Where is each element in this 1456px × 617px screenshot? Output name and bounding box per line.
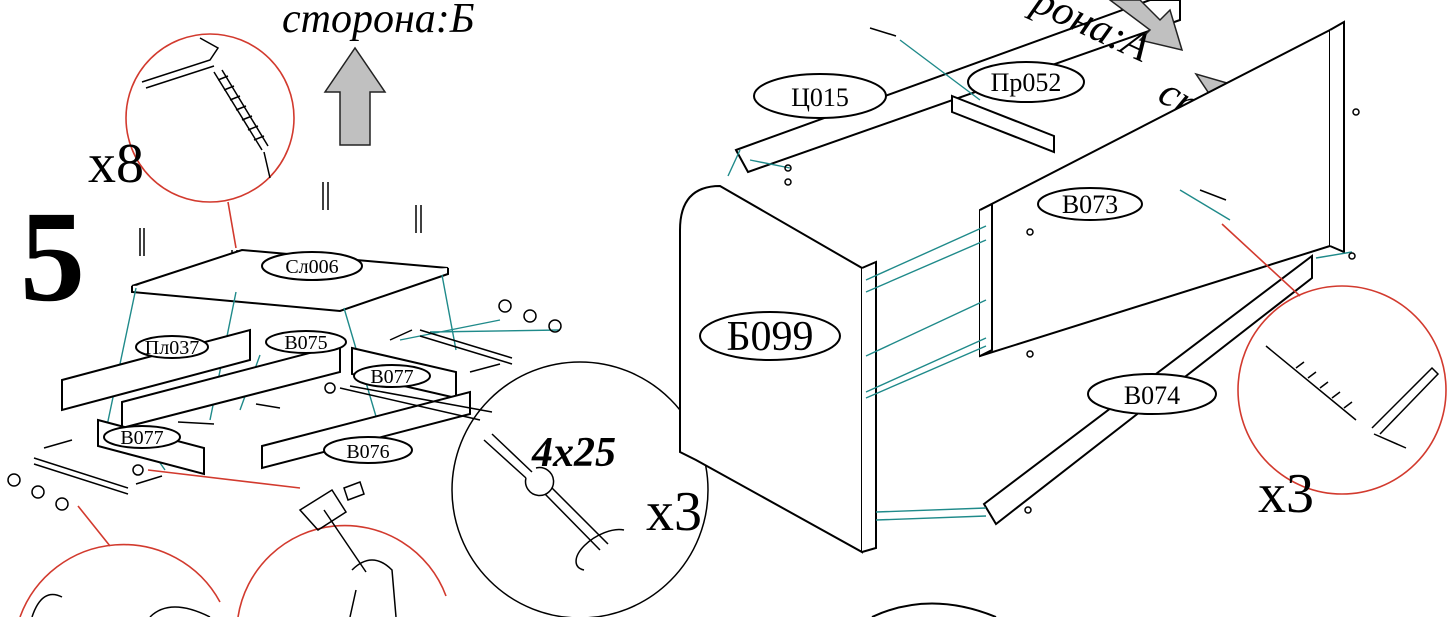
dowel-callout-top: x8 [88, 33, 295, 249]
label-sl006: Сл006 [285, 256, 338, 278]
panel-ts015 [734, 0, 1181, 174]
label-v077-right: В077 [370, 366, 413, 388]
label-v077-left: В077 [120, 427, 163, 449]
label-b099: Б099 [726, 314, 813, 360]
panel-b099 [679, 184, 863, 554]
label-v073: В073 [1062, 190, 1118, 219]
drawer-rail-right [419, 329, 513, 365]
guide-lines-right [727, 39, 1353, 521]
arrow-side-a [1108, 0, 1184, 52]
label-v075: В075 [284, 332, 327, 354]
rotate-arrow-icon [575, 528, 625, 571]
panel-pr052 [951, 94, 1055, 154]
label-v074: В074 [1124, 381, 1180, 410]
drawer-rail-left [33, 457, 129, 495]
dowel-icon-right [1265, 345, 1357, 421]
dowel-icon-bottom [31, 593, 211, 617]
label-v076: В076 [346, 441, 389, 463]
label-pl037: Пл037 [145, 337, 199, 359]
hex-key-icon-right [1371, 366, 1440, 449]
up-arrow [323, 46, 387, 146]
panel-v076 [261, 390, 471, 470]
right-assembly: Ц015 Пр052 рона:А сторона:Б Б099 В073 В0… [679, 0, 1447, 617]
screw-icon [483, 433, 555, 497]
screw-callout: 4x25 x3 [339, 361, 709, 617]
screw-icons-left [7, 299, 562, 511]
partial-label-bottom [871, 602, 997, 617]
label-ts015: Ц015 [791, 83, 849, 112]
fasteners-right [784, 27, 1360, 514]
dowel-icon [213, 69, 271, 179]
label-pr052: Пр052 [991, 68, 1062, 97]
screwdriver-icon [544, 487, 609, 551]
left-assembly: сторона:Б 5 x8 Сл006 [7, 0, 709, 617]
dowel-callout-right: x3 [1221, 223, 1447, 525]
screw-size-label: 4x25 [531, 430, 616, 476]
bottom-callouts [19, 469, 447, 617]
hex-key-icon [141, 37, 220, 89]
panel-v075 [121, 343, 341, 430]
screw-count-middle: x3 [646, 481, 702, 543]
hammer-icon [298, 488, 367, 573]
dowel-count-top: x8 [88, 133, 144, 195]
dowel-count-right: x3 [1258, 463, 1314, 525]
side-label-top: сторона:Б [282, 0, 475, 42]
step-number: 5 [20, 185, 85, 329]
hand-icon [349, 559, 397, 617]
anchor-icon [343, 481, 365, 501]
